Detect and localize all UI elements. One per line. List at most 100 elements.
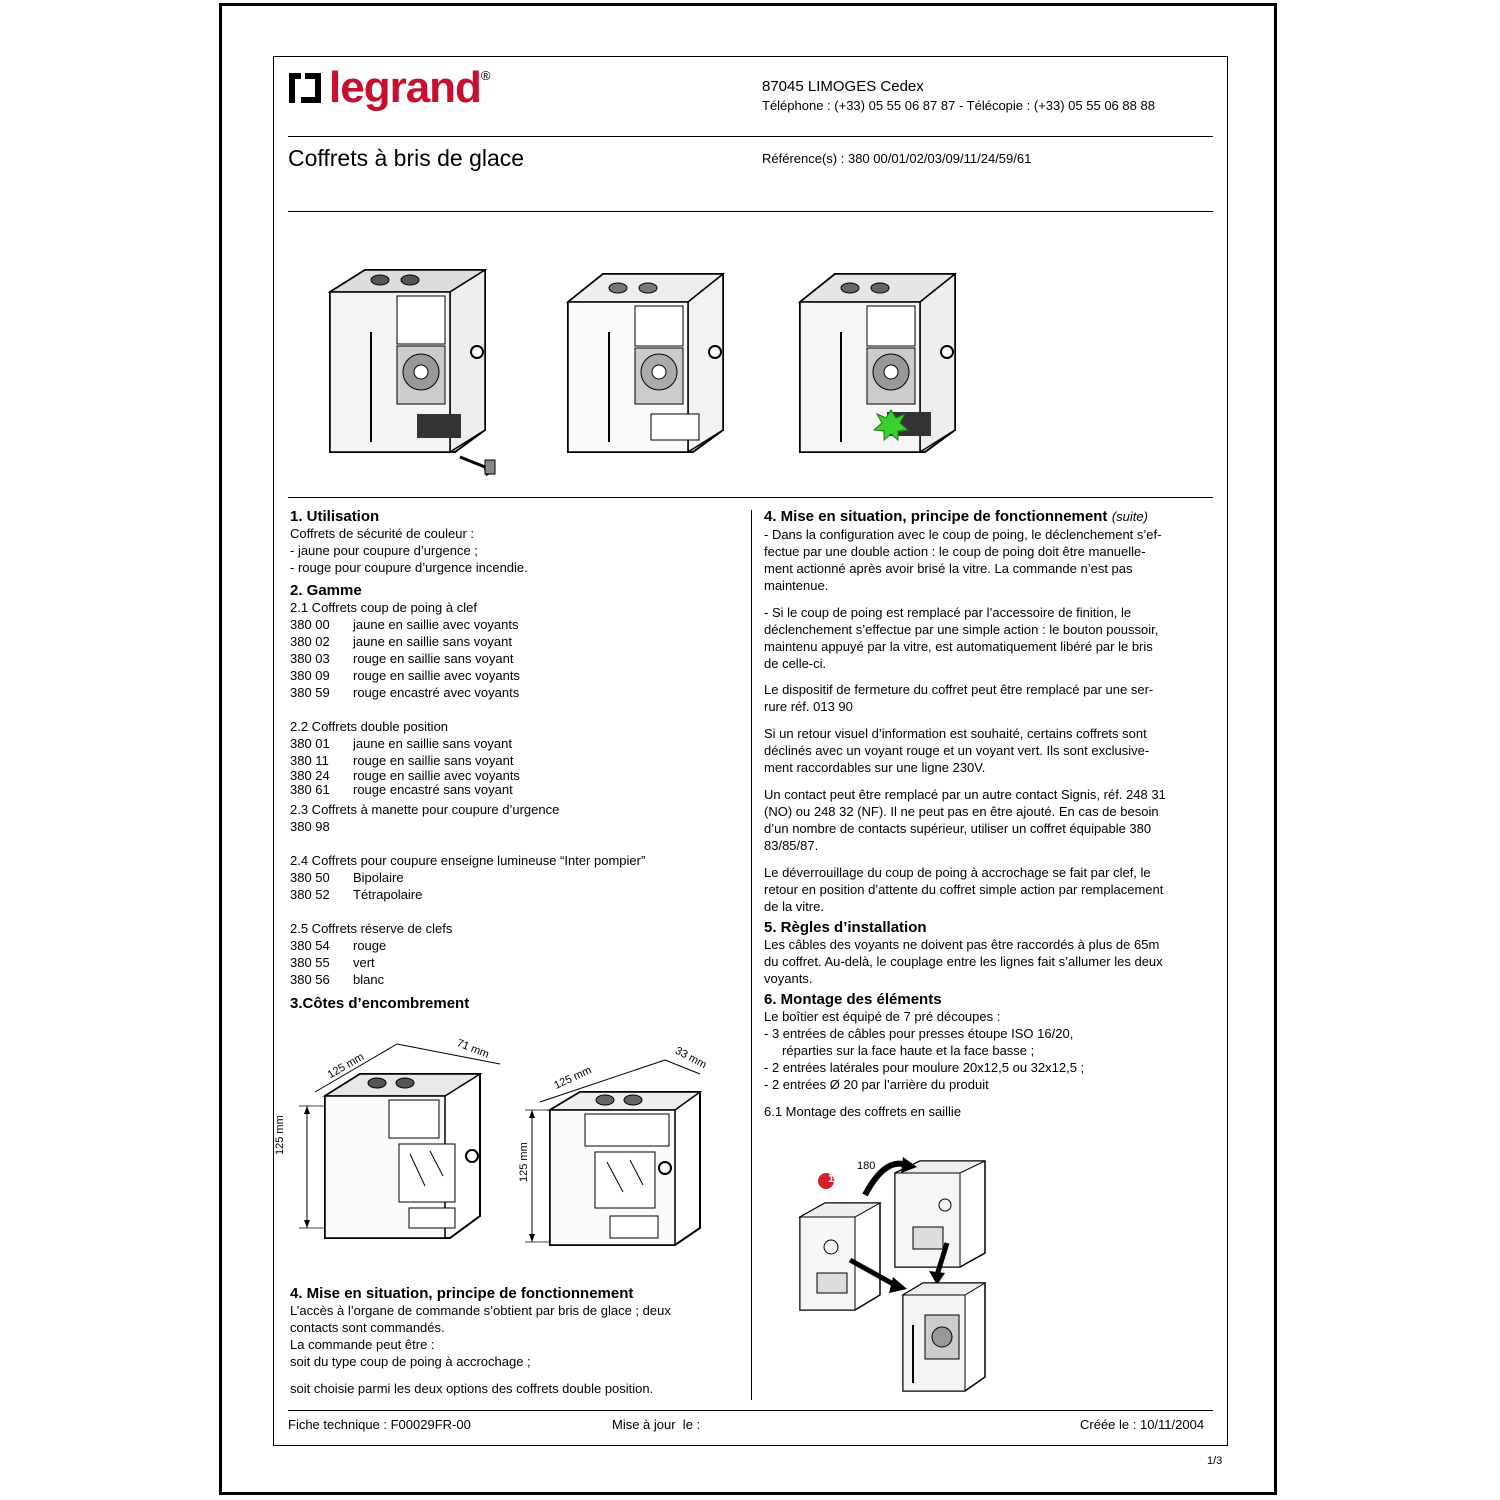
section-5-title: 5. Règles d’installation	[764, 919, 927, 936]
page-outer-frame	[219, 3, 1277, 1495]
para-line: (NO) ou 248 32 (NF). Il ne peut pas en ê…	[764, 804, 1159, 819]
title-divider	[288, 211, 1213, 212]
step-number: 1	[827, 1173, 835, 1185]
para-line: Le dispositif de fermeture du coffret pe…	[764, 682, 1154, 697]
para-line: - 3 entrées de câbles pour presses étoup…	[764, 1026, 1074, 1041]
header-divider	[288, 136, 1213, 137]
group-5-title: 2.5 Coffrets réserve de clefs	[290, 921, 453, 936]
para-line: maintenu appuyé par la vitre, est automa…	[764, 639, 1153, 654]
left-column: 1. Utilisation Coffrets de sécurité de c…	[290, 508, 740, 1012]
para-line: fectue par une double action : le coup d…	[764, 544, 1146, 559]
para-line: d’un nombre de contacts supérieur, utili…	[764, 821, 1152, 836]
group-1-title: 2.1 Coffrets coup de poing à clef	[290, 600, 477, 615]
para-line: déclinés avec un voyant rouge et un voya…	[764, 743, 1150, 758]
step-badge-icon	[818, 1173, 834, 1189]
indicator-light-icon	[872, 409, 910, 442]
para-line: rure réf. 013 90	[764, 699, 853, 714]
para-line: de celle-ci.	[764, 656, 827, 671]
registered-mark: ®	[480, 68, 491, 83]
para-line: maintenue.	[764, 578, 829, 593]
section-6-title: 6. Montage des éléments	[764, 991, 942, 1008]
dimension-height-1: 125 mm	[274, 1115, 286, 1155]
group-3-ref: 380 98	[290, 819, 330, 834]
para-line: Le déverrouillage du coup de poing à acc…	[764, 865, 1151, 880]
column-divider	[751, 510, 752, 1400]
footer-divider	[288, 1410, 1213, 1411]
section-4b-heading: 4. Mise en situation, principe de foncti…	[764, 508, 1214, 526]
legrand-mark-icon	[289, 73, 321, 103]
group-3-title: 2.3 Coffrets à manette pour coupure d’ur…	[290, 802, 560, 817]
page-inner-frame	[273, 56, 1228, 1446]
dimension-height-2: 125 mm	[518, 1142, 530, 1182]
para-line: - 2 entrées Ø 20 par l’arrière du produi…	[764, 1077, 989, 1092]
para-line: Un contact peut être remplacé par un aut…	[764, 787, 1166, 802]
para-line: - Si le coup de poing est remplacé par l…	[764, 605, 1132, 620]
section-4-line: La commande peut être :	[290, 1337, 435, 1352]
section-4-block: 4. Mise en situation, principe de foncti…	[290, 1285, 740, 1397]
para-line: Les câbles des voyants ne doivent pas êt…	[764, 937, 1160, 952]
legrand-logo: legrand ®	[287, 66, 491, 110]
section-2-title: 2. Gamme	[290, 582, 362, 599]
section-3-title: 3.Côtes d’encombrement	[290, 995, 470, 1012]
product-photo-3	[797, 272, 958, 454]
reference-list: Référence(s) : 380 00/01/02/03/09/11/24/…	[762, 151, 1032, 166]
page-title: Coffrets à bris de glace	[288, 145, 525, 171]
section-4-line: soit choisie parmi les deux options des …	[290, 1381, 654, 1396]
section-4-title: 4. Mise en situation, principe de foncti…	[290, 1285, 634, 1302]
para-line: de la vitre.	[764, 899, 824, 914]
brand-name: legrand	[329, 63, 482, 112]
section-1-line: Coffrets de sécurité de couleur :	[290, 526, 475, 541]
footer-update: Mise à jour le :	[612, 1417, 701, 1432]
para-line: - 2 entrées latérales pour moulure 20x12…	[764, 1060, 1085, 1075]
para-line: retour en position d’attente du coffret …	[764, 882, 1164, 897]
section-4-line: soit du type coup de poing à accrochage …	[290, 1354, 531, 1369]
para-line: Le boîtier est équipé de 7 pré découpes …	[764, 1009, 1001, 1024]
dimension-drawing-1	[299, 1043, 501, 1239]
section-1-line: - jaune pour coupure d’urgence ;	[290, 543, 478, 558]
section-4b-title: 4. Mise en situation, principe de foncti…	[764, 508, 1108, 525]
para-line: réparties sur la face haute et la face b…	[764, 1043, 1035, 1058]
para-line: voyants.	[764, 971, 813, 986]
group-4-title: 2.4 Coffrets pour coupure enseigne lumin…	[290, 853, 646, 868]
para-line: ment raccordables sur une ligne 230V.	[764, 760, 986, 775]
para-line: du coffret. Au-delà, le couplage entre l…	[764, 954, 1163, 969]
phone-line: Téléphone : (+33) 05 55 06 87 87 - Téléc…	[762, 98, 1155, 113]
dimension-drawing-2	[525, 1059, 703, 1246]
page-number: 1/3	[1207, 1455, 1223, 1467]
para-line: déclenchement s’effectue par une simple …	[764, 622, 1159, 637]
para-line: Si un retour visuel d’information est so…	[764, 726, 1147, 741]
footer-created: Créée le : 10/11/2004	[1080, 1417, 1205, 1432]
right-column: 4. Mise en situation, principe de foncti…	[764, 508, 1214, 1120]
product-photo-2	[565, 272, 726, 454]
address-city: 87045 LIMOGES Cedex	[762, 78, 924, 95]
section-4-line: contacts sont commandés.	[290, 1320, 445, 1335]
section-1-line: - rouge pour coupure d’urgence incendie.	[290, 560, 528, 575]
group-2-title: 2.2 Coffrets double position	[290, 719, 449, 734]
section-1-title: 1. Utilisation	[290, 508, 380, 525]
para-line: ment actionné après avoir brisé la vitre…	[764, 561, 1133, 576]
section-6-sub: 6.1 Montage des coffrets en saillie	[764, 1104, 962, 1119]
para-line: - Dans la configuration avec le coup de …	[764, 527, 1162, 542]
section-4b-suffix: (suite)	[1111, 509, 1148, 524]
rotation-angle: 180	[857, 1160, 876, 1172]
para-line: 83/85/87.	[764, 838, 819, 853]
images-divider	[288, 497, 1213, 498]
footer-sheet: Fiche technique : F00029FR-00	[288, 1417, 471, 1432]
key-icon	[459, 455, 496, 477]
section-4-line: L’accès à l’organe de commande s’obtient…	[290, 1303, 671, 1318]
product-photo-1	[327, 268, 496, 477]
